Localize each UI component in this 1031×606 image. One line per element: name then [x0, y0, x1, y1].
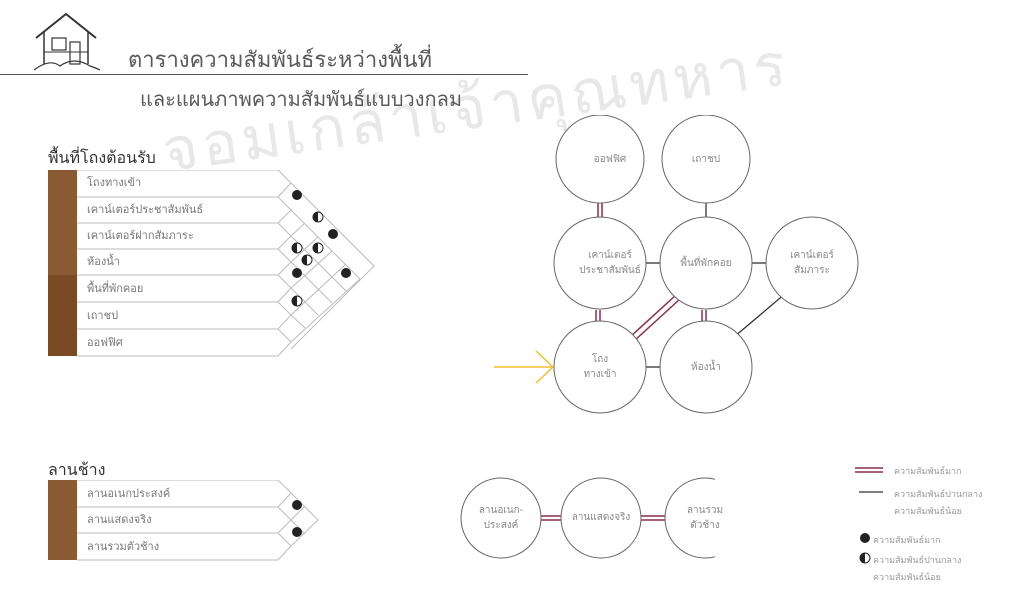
zone-block-service [48, 275, 77, 356]
link-strong [629, 294, 681, 342]
legend-label: ความสัมพันธ์ปานกลาง [873, 556, 962, 566]
bubble-label: เคาน์เตอร์ประชาสัมพันธ์ [579, 250, 641, 276]
bubble-shop [661, 115, 751, 204]
matrix2-title: ลานช้าง [48, 460, 106, 479]
bubble-label: ลานแสดงจริง [571, 512, 631, 523]
bubble-gather [664, 477, 715, 559]
matrix1-row: โถงทางเข้า [87, 176, 142, 189]
dot-half [301, 254, 313, 266]
bubble-label: ลานอเนก-ประสงค์ [478, 505, 524, 531]
bubble-label: ออฟฟิศ [593, 154, 627, 165]
page-title: ตารางความสัมพันธ์ระหว่างพื้นที่ [128, 48, 433, 73]
bubble-show [560, 477, 642, 559]
dot-strong [292, 190, 302, 200]
dot-half [291, 242, 303, 254]
legend-half-dot [859, 552, 871, 564]
zone-block-reception [48, 170, 77, 275]
dot-half [312, 211, 324, 223]
bubble-label: ลานรวมตัวช้าง [686, 505, 724, 531]
matrix1-row: พื้นที่พักคอย [87, 282, 144, 295]
bubble-label: เคาน์เตอร์สัมภาระ [790, 250, 834, 276]
matrix2-chart [48, 480, 319, 561]
matrix1-row: ห้องน้ำ [87, 255, 120, 268]
bubble-toilet [659, 320, 753, 414]
link-strong [541, 515, 563, 521]
bubble-label: ห้องน้ำ [691, 362, 721, 373]
legend-label: ความสัมพันธ์น้อย [894, 507, 962, 517]
bubble-lobby [553, 320, 647, 414]
legend-label: ความสัมพันธ์น้อย [873, 573, 941, 583]
zone-block-elephant [48, 480, 77, 560]
legend-label: ความสัมพันธ์มาก [873, 536, 941, 546]
house-logo [33, 12, 101, 71]
matrix1-row: เคาน์เตอร์ฝากสัมภาระ [87, 229, 194, 242]
bubble-diagram-1 [494, 115, 859, 414]
legend-label: ความสัมพันธ์มาก [894, 467, 962, 477]
matrix2-row: ลานแสดงจริง [87, 513, 152, 526]
matrix1-title: พื้นที่โถงต้อนรับ [48, 148, 156, 167]
dot-half [291, 295, 303, 307]
dot-strong [292, 500, 302, 510]
matrix1-row: เถาชป [87, 309, 119, 322]
title-divider [0, 74, 528, 75]
matrix1-chart [48, 170, 375, 357]
matrix1-row: ออฟฟิศ [87, 336, 123, 349]
bubble-baggage [765, 216, 859, 310]
bubble-diagram-2 [460, 477, 715, 559]
dot-half [312, 242, 324, 254]
legend-label: ความสัมพันธ์ปานกลาง [894, 490, 983, 500]
matrix2-row: ลานอเนกประสงค์ [87, 487, 171, 500]
bubble-office [555, 115, 645, 204]
link-weak [733, 292, 787, 338]
bubble-label: พื้นที่พักคอย [680, 258, 732, 269]
matrix2-row: ลานรวมตัวช้าง [87, 540, 160, 553]
bubble-label: เถาชป [691, 154, 721, 165]
bubble-waiting [659, 216, 753, 310]
link-strong [641, 515, 665, 521]
dot-strong [341, 268, 351, 278]
dot-strong [328, 229, 338, 239]
dot-strong [292, 268, 302, 278]
legend-strong-dot [860, 533, 870, 543]
page-subtitle: และแผนภาพความสัมพันธ์แบบวงกลม [140, 87, 463, 111]
bubble-multi [460, 477, 542, 559]
legend-swatches [855, 467, 883, 564]
matrix1-row: เคาน์เตอร์ประชาสัมพันธ์ [87, 203, 204, 216]
bubble-label: โถงทางเข้า [583, 354, 617, 380]
dot-strong [292, 527, 302, 537]
bubble-pr [553, 216, 647, 310]
legend-double-line-swatch [855, 467, 883, 473]
entrance-arrow-icon [494, 350, 555, 384]
